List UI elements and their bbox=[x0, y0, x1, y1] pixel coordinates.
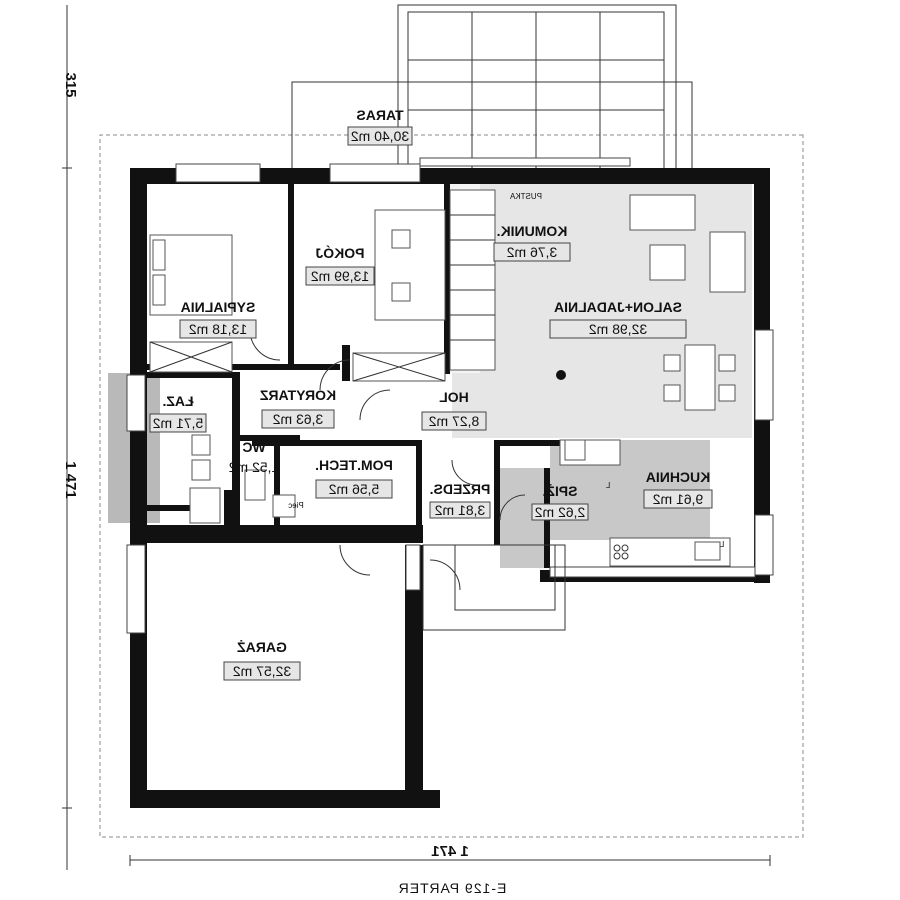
dining-table bbox=[663, 344, 736, 411]
dimension-bottom: 1 471 bbox=[431, 843, 469, 860]
room-name-pokoj: POKÓJ bbox=[315, 244, 364, 261]
room-name-wc: WC bbox=[242, 439, 265, 455]
room-name-sypialnia: SYPIALNIA bbox=[181, 299, 256, 315]
room-area-sypialnia: 13,18 m2 bbox=[189, 321, 248, 337]
room-area-pomtech: 5,56 m2 bbox=[328, 481, 379, 497]
sofa bbox=[629, 194, 746, 293]
entry-steps bbox=[422, 544, 566, 631]
room-area-komunik: 3,76 m2 bbox=[506, 244, 557, 260]
room-name-komunik: KOMUNIK. bbox=[497, 223, 568, 239]
room-name-korytarz: KORYTARZ bbox=[259, 387, 336, 403]
label-l1: L bbox=[605, 481, 610, 490]
room-area-garaz: 32,57 m2 bbox=[233, 663, 292, 679]
room-name-taras: TARAS bbox=[356, 107, 403, 123]
dimension-lines bbox=[62, 5, 771, 870]
wardrobe bbox=[352, 352, 446, 382]
room-name-garaz: GARAŻ bbox=[237, 639, 287, 655]
label-piec: Piec bbox=[288, 501, 304, 510]
room-name-lazienka: ŁAZ. bbox=[162, 393, 193, 409]
room-labels: TARAS 30,40 m2 KOMUNIK. 3,76 m2 POKÓJ 13… bbox=[149, 107, 724, 681]
stairs bbox=[449, 189, 496, 371]
room-name-kuchnia: KUCHNIA bbox=[646, 469, 711, 485]
room-name-hol: HOL bbox=[439, 389, 469, 405]
room-area-hol: 8,27 m2 bbox=[428, 413, 479, 429]
plan-geometry bbox=[62, 4, 804, 870]
room-name-salon: SALON+JADALNIA bbox=[554, 299, 682, 315]
roof-outline bbox=[99, 134, 804, 838]
room-name-przedsionek: PRZEDS. bbox=[430, 481, 491, 497]
dimension-left: 1 471 bbox=[62, 461, 79, 499]
dimension-left-top: 315 bbox=[62, 72, 79, 97]
bed bbox=[149, 234, 233, 373]
room-area-salon: 32,98 m2 bbox=[589, 321, 648, 337]
room-area-pokoj: 13,99 m2 bbox=[311, 268, 370, 284]
bath-fixtures bbox=[189, 434, 296, 524]
kitchen-counter bbox=[559, 439, 731, 567]
label-pustka: PUSTKA bbox=[509, 192, 542, 201]
room-area-taras: 30,40 m2 bbox=[351, 128, 410, 144]
room-area-przedsionek: 3,81 m2 bbox=[434, 502, 485, 518]
room-name-spizarnia: SPIŻ. bbox=[542, 483, 577, 499]
label-l2: L bbox=[719, 540, 724, 549]
terrace-outline bbox=[291, 4, 693, 173]
room-area-lazienka: 5,71 m2 bbox=[152, 415, 203, 431]
room-area-spizarnia: 2,62 m2 bbox=[534, 504, 585, 520]
column-dot bbox=[556, 370, 566, 380]
room-area-korytarz: 3,63 m2 bbox=[272, 411, 323, 427]
room-area-kuchnia: 9,61 m2 bbox=[652, 491, 703, 507]
desk bbox=[374, 209, 446, 321]
room-name-pomtech: POM.TECH. bbox=[315, 457, 393, 473]
room-area-wc: 1,52 m2 bbox=[228, 459, 279, 475]
windows bbox=[126, 157, 774, 634]
plan-title: E-129 PARTER bbox=[398, 880, 507, 896]
